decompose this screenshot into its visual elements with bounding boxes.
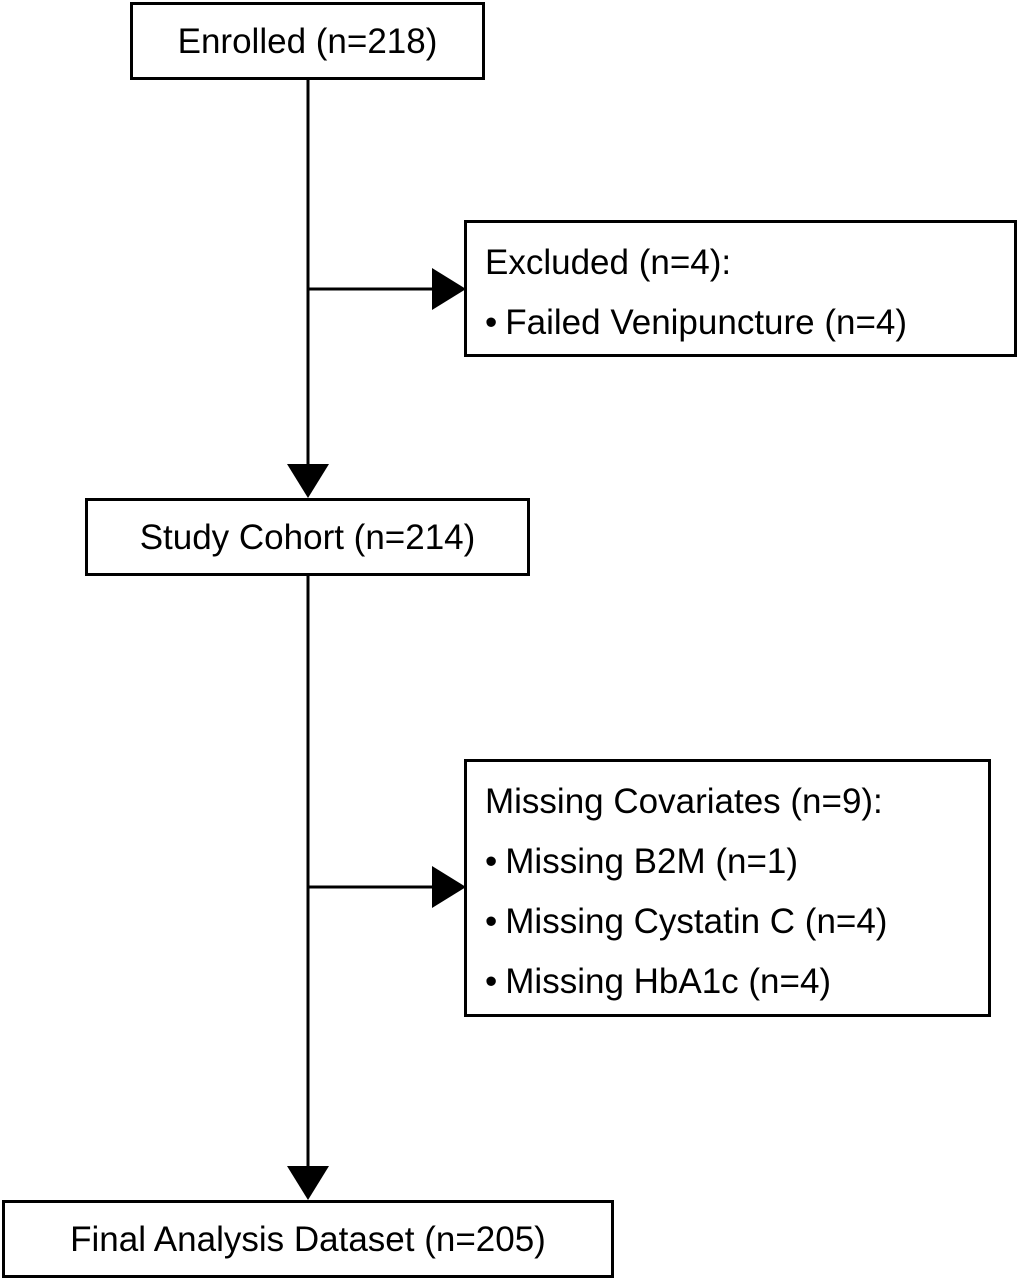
missing-item-text: Missing Cystatin C (n=4) bbox=[505, 902, 888, 941]
excluded-box: Excluded (n=4): •Failed Venipuncture (n=… bbox=[464, 220, 1017, 357]
arrowhead-right-excluded bbox=[432, 268, 466, 310]
bullet-icon: • bbox=[485, 842, 498, 881]
bullet-icon: • bbox=[485, 902, 498, 941]
enrolled-box: Enrolled (n=218) bbox=[130, 2, 485, 80]
arrowhead-down-cohort bbox=[287, 464, 329, 498]
missing-item-text: Missing HbA1c (n=4) bbox=[505, 962, 832, 1001]
study-cohort-label: Study Cohort (n=214) bbox=[139, 517, 476, 557]
excluded-item: •Failed Venipuncture (n=4) bbox=[485, 305, 1014, 365]
missing-item: •Missing Cystatin C (n=4) bbox=[485, 904, 988, 964]
final-dataset-label: Final Analysis Dataset (n=205) bbox=[70, 1219, 546, 1259]
enrolled-label: Enrolled (n=218) bbox=[177, 21, 438, 61]
arrowhead-down-final bbox=[287, 1166, 329, 1200]
study-cohort-box: Study Cohort (n=214) bbox=[85, 498, 530, 576]
excluded-heading: Excluded (n=4): bbox=[485, 243, 732, 282]
excluded-item-text: Failed Venipuncture (n=4) bbox=[505, 303, 908, 342]
missing-covariates-box: Missing Covariates (n=9): •Missing B2M (… bbox=[464, 759, 991, 1017]
missing-covariates-heading: Missing Covariates (n=9): bbox=[485, 782, 883, 821]
bullet-icon: • bbox=[485, 962, 498, 1001]
missing-item: •Missing B2M (n=1) bbox=[485, 844, 988, 904]
missing-item: •Missing HbA1c (n=4) bbox=[485, 964, 988, 1024]
missing-item-text: Missing B2M (n=1) bbox=[505, 842, 798, 881]
arrowhead-right-missing bbox=[432, 866, 466, 908]
bullet-icon: • bbox=[485, 303, 498, 342]
final-dataset-box: Final Analysis Dataset (n=205) bbox=[2, 1200, 614, 1278]
